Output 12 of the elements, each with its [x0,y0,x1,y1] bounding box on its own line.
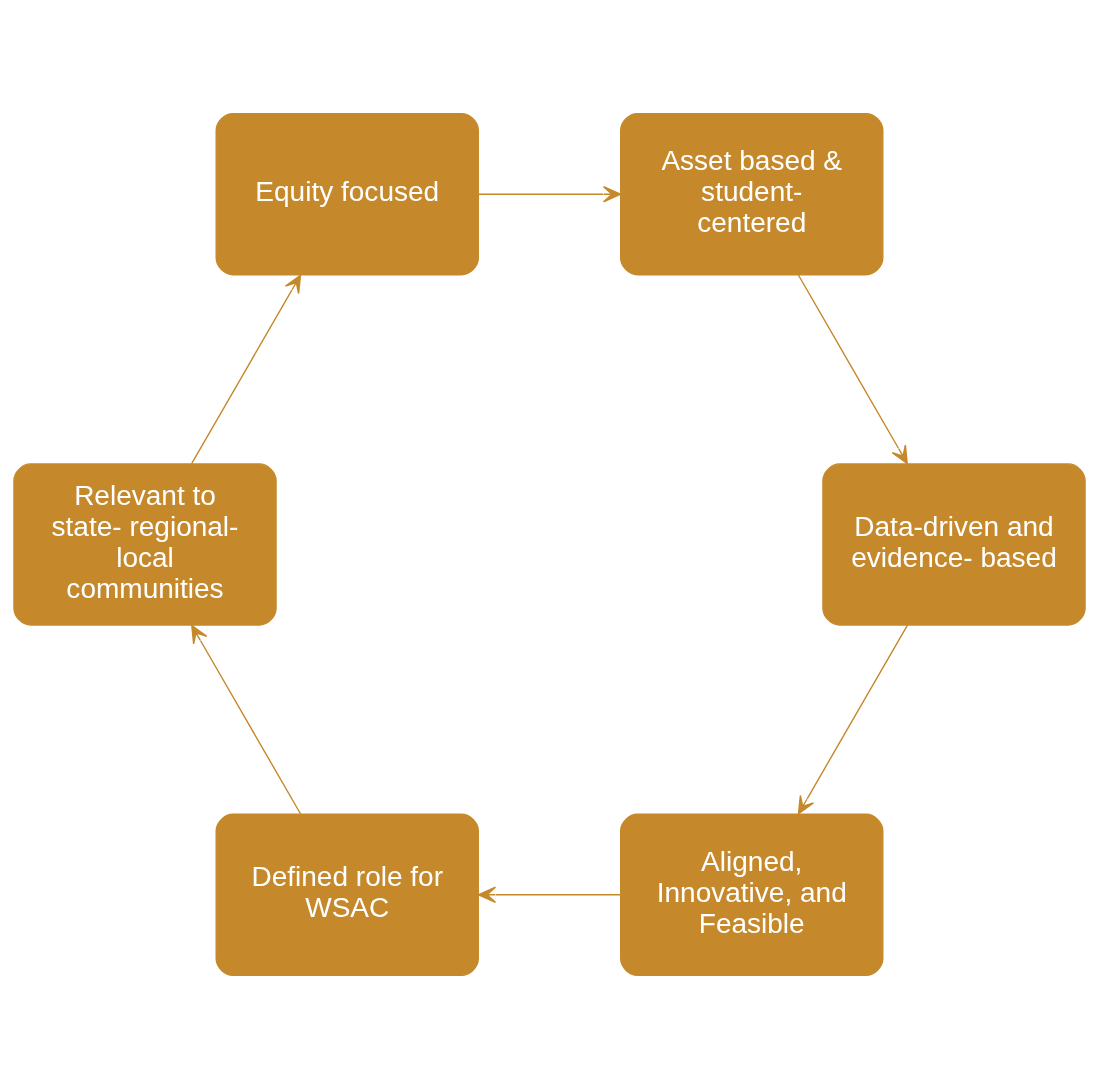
arrow [477,886,622,903]
arrow [797,624,909,814]
arrow [191,624,302,815]
arrow [477,185,622,202]
node-box: Defined role for WSAC [215,813,479,976]
node-box: Aligned, Innovative, and Feasible [620,813,884,976]
arrow [797,273,908,464]
node-box: Asset based & student- centered [620,112,884,275]
node-box: Equity focused [215,112,479,275]
node-box: Data-driven and evidence- based [822,462,1086,626]
node-box: Relevant to state- regional- local communities [13,462,277,626]
arrow [190,274,302,464]
